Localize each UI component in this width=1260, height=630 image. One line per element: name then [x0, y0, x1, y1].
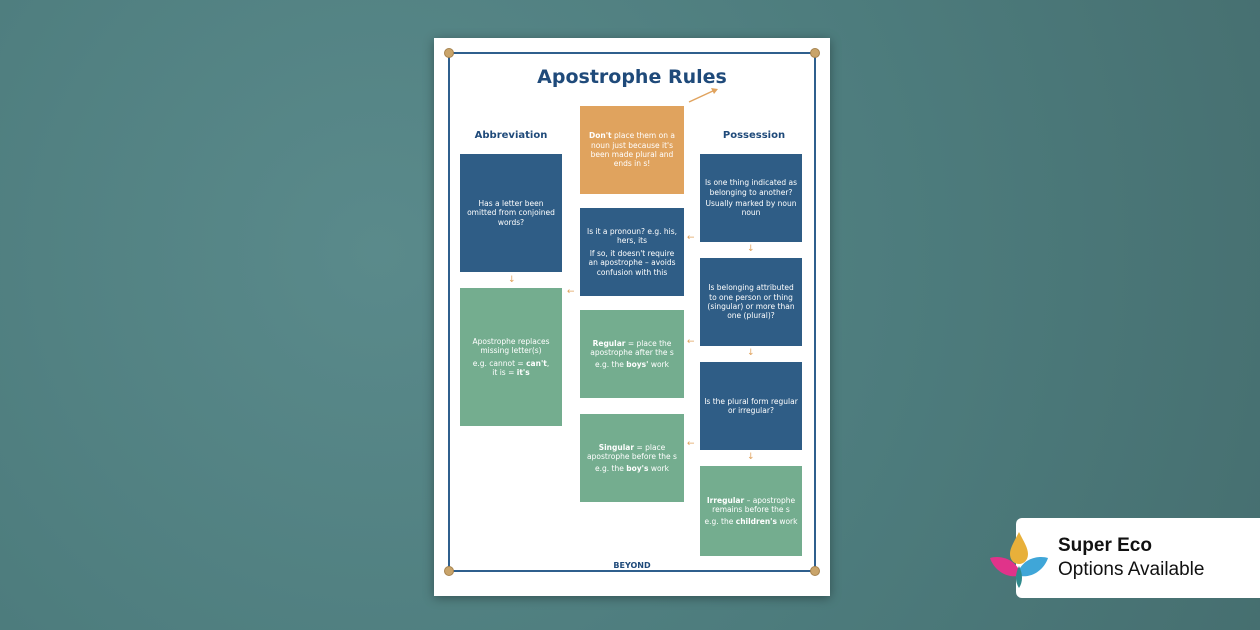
- box-text: Irregular – apostrophe remains before th…: [704, 496, 798, 515]
- example-text: e.g. the: [595, 359, 624, 369]
- example-line: e.g. the children's work: [705, 517, 798, 526]
- example-bold: boy's: [626, 463, 649, 473]
- dont-warning-box: Don't place them on a noun just because …: [580, 106, 684, 194]
- rule-text: – apostrophe remains before the s: [712, 495, 796, 515]
- box-text: Singular = place apostrophe before the s: [584, 443, 680, 462]
- box-text: Usually marked by noun noun: [705, 199, 797, 218]
- box-text: Apostrophe replaces missing letter(s): [472, 336, 550, 356]
- abbreviation-answer-box: Apostrophe replaces missing letter(s) e.…: [460, 288, 562, 426]
- column-heading-abbreviation: Abbreviation: [474, 130, 548, 141]
- singular-box: Singular = place apostrophe before the s…: [580, 414, 684, 502]
- pointer-arrow-icon: [688, 88, 718, 103]
- example-text: work: [650, 463, 669, 473]
- arrow-down-icon: ↓: [747, 244, 755, 254]
- box-text: Regular = place the apostrophe after the…: [584, 339, 680, 358]
- warning-text: place them on a noun just because it's b…: [590, 131, 675, 169]
- poster-frame: [448, 52, 816, 572]
- eco-title: Super Eco: [1058, 535, 1152, 556]
- regular-plural-box: Regular = place the apostrophe after the…: [580, 310, 684, 398]
- warning-bold: Don't: [589, 131, 612, 141]
- arrow-down-icon: ↓: [508, 275, 516, 285]
- example-text: e.g. the: [595, 463, 624, 473]
- eco-badge: Super Eco Options Available: [990, 518, 1260, 598]
- column-heading-possession: Possession: [722, 130, 786, 141]
- eco-subtitle: Options Available: [1058, 559, 1205, 580]
- regular-irregular-question-box: Is the plural form regular or irregular?: [700, 362, 802, 450]
- corner-pin: [444, 48, 454, 58]
- irregular-box: Irregular – apostrophe remains before th…: [700, 466, 802, 556]
- box-text: Don't place them on a noun just because …: [584, 131, 680, 169]
- box-text: Is one thing indicated as belonging to a…: [704, 178, 798, 197]
- example-text: it is =: [492, 367, 515, 377]
- poster: Apostrophe Rules Abbreviation Possession…: [434, 38, 830, 596]
- arrow-left-icon: ←: [567, 287, 575, 297]
- poster-title: Apostrophe Rules: [537, 66, 727, 88]
- box-text: Is belonging attributed to one person or…: [707, 283, 795, 321]
- arrow-left-icon: ←: [687, 337, 695, 347]
- leaf-drop-icon: [990, 532, 1048, 588]
- box-text: Is it a pronoun? e.g. his, hers, its: [586, 227, 678, 246]
- example-text: e.g. the: [704, 516, 734, 526]
- rule-text: = place apostrophe before the s: [587, 442, 677, 462]
- corner-pin: [810, 566, 820, 576]
- abbreviation-question-box: Has a letter been omitted from conjoined…: [460, 154, 562, 272]
- example-bold: boys': [626, 359, 649, 369]
- example-text: work: [650, 359, 669, 369]
- corner-pin: [810, 48, 820, 58]
- example-line: it is = it's: [492, 368, 529, 377]
- example-line: e.g. the boy's work: [595, 464, 669, 473]
- arrow-left-icon: ←: [687, 439, 695, 449]
- box-text: Has a letter been omitted from conjoined…: [467, 198, 555, 227]
- rule-bold: Irregular: [706, 495, 745, 505]
- example-bold: children's: [735, 516, 777, 526]
- arrow-left-icon: ←: [687, 233, 695, 243]
- singular-plural-question-box: Is belonging attributed to one person or…: [700, 258, 802, 346]
- arrow-down-icon: ↓: [747, 348, 755, 358]
- box-text: If so, it doesn't require an apostrophe …: [588, 248, 676, 277]
- rule-text: = place the apostrophe after the s: [590, 338, 674, 358]
- corner-pin: [444, 566, 454, 576]
- possession-question-box: Is one thing indicated as belonging to a…: [700, 154, 802, 242]
- example-text: work: [779, 516, 798, 526]
- example-bold: can't: [526, 358, 547, 368]
- rule-bold: Regular: [592, 338, 626, 348]
- box-text: Is the plural form regular or irregular?: [704, 396, 798, 415]
- example-line: e.g. the boys' work: [595, 360, 669, 369]
- example-text: e.g. cannot =: [472, 358, 524, 368]
- rule-bold: Singular: [598, 442, 635, 452]
- arrow-down-icon: ↓: [747, 452, 755, 462]
- example-bold: it's: [516, 367, 530, 377]
- example-line: e.g. cannot = can't,: [472, 358, 550, 368]
- pronoun-box: Is it a pronoun? e.g. his, hers, its If …: [580, 208, 684, 296]
- brand-logo: BEYOND: [613, 561, 651, 570]
